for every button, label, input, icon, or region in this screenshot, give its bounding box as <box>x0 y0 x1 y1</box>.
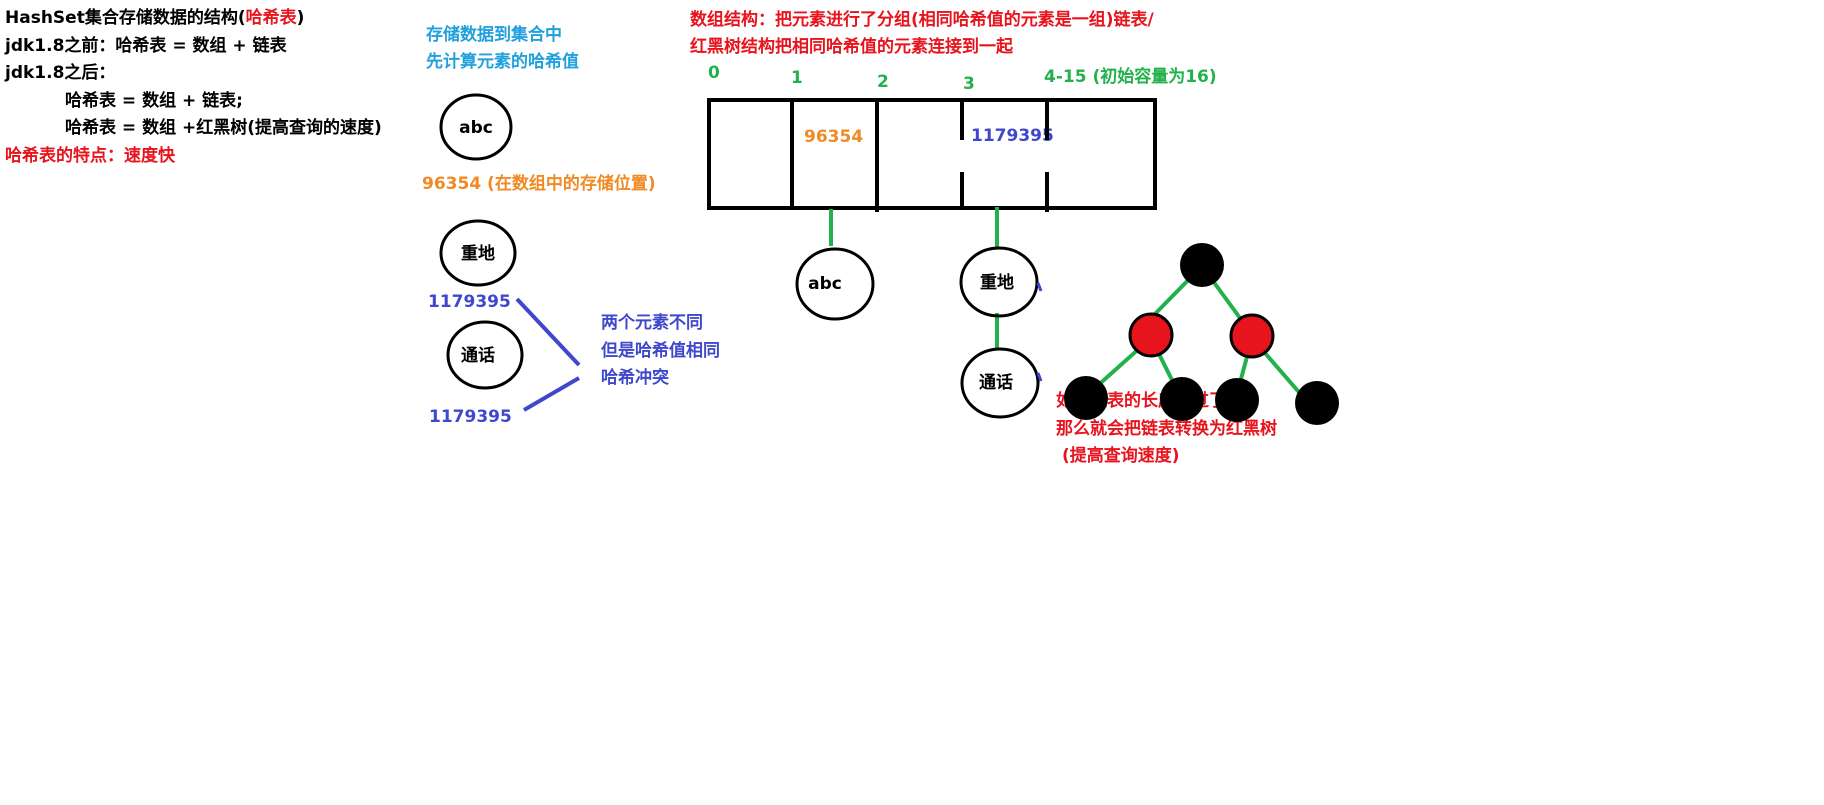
chain-tonghua-node: 通话 <box>960 347 1043 419</box>
chain-zhongdi-label: 重地 <box>980 272 1014 293</box>
notes-title: HashSet集合存储数据的结构(哈希表) <box>5 8 304 28</box>
collision-line-lower <box>522 376 581 412</box>
array-index-0: 0 <box>708 63 720 83</box>
tonghua-node: 通话 <box>446 320 524 390</box>
notes-after-line-1: 哈希表 = 数组 + 链表; <box>65 91 243 111</box>
notes-after-jdk18: jdk1.8之后： <box>5 63 116 83</box>
tree-note-line-2: 那么就会把链表转换为红黑树 <box>1056 419 1277 439</box>
tree-root-black <box>1180 243 1224 287</box>
hash-array <box>707 98 1157 212</box>
notes-title-suffix: ) <box>296 8 305 28</box>
store-line-2: 先计算元素的哈希值 <box>426 52 579 72</box>
chain-abc-node: abc <box>795 247 875 321</box>
notes-title-prefix: HashSet集合存储数据的结构( <box>5 8 246 28</box>
tree-leaf-1-black <box>1064 376 1108 420</box>
abc-hash-value: 96354 (在数组中的存储位置) <box>422 174 656 194</box>
collision-line-3: 哈希冲突 <box>601 368 669 388</box>
notes-feature: 哈希表的特点：速度快 <box>5 146 175 166</box>
tree-leaf-3-black <box>1215 378 1259 422</box>
red-black-tree <box>1064 243 1339 425</box>
tree-right-red <box>1229 313 1275 359</box>
array-cell-3-value: 1179395 <box>971 126 1054 146</box>
notes-before-jdk18: jdk1.8之前：哈希表 = 数组 + 链表 <box>5 36 287 56</box>
notes-title-highlight: 哈希表 <box>245 8 297 28</box>
collision-line-2: 但是哈希值相同 <box>601 341 720 361</box>
abc-node-label: abc <box>459 118 493 138</box>
zhongdi-hash-value: 1179395 <box>428 292 511 312</box>
chain-zhongdi-node: 重地 <box>959 246 1043 318</box>
chain-abc-label: abc <box>808 274 842 294</box>
collision-line-upper <box>515 297 581 367</box>
array-cell-1-value: 96354 <box>804 127 864 147</box>
store-line-1: 存储数据到集合中 <box>426 25 562 45</box>
tonghua-hash-value: 1179395 <box>429 407 512 427</box>
structure-desc-2: 红黑树结构把相同哈希值的元素连接到一起 <box>690 37 1013 57</box>
structure-desc-1: 数组结构：把元素进行了分组(相同哈希值的元素是一组)链表/ <box>690 10 1154 30</box>
tree-leaf-4-black <box>1295 381 1339 425</box>
array-index-3: 3 <box>963 74 975 94</box>
tree-note-line-3: (提高查询速度) <box>1062 446 1180 466</box>
collision-line-1: 两个元素不同 <box>601 313 703 333</box>
array-index-rest: 4-15 (初始容量为16) <box>1044 67 1217 87</box>
array-index-2: 2 <box>877 72 889 92</box>
notes-after-line-2: 哈希表 = 数组 +红黑树(提高查询的速度) <box>65 118 382 138</box>
array-index-1: 1 <box>791 68 803 88</box>
chain-tonghua-label: 通话 <box>979 372 1013 393</box>
abc-node: abc <box>439 93 513 161</box>
tonghua-node-label: 通话 <box>461 345 495 366</box>
tree-leaf-2-black <box>1160 377 1204 421</box>
tree-left-red <box>1128 312 1174 358</box>
zhongdi-node-label: 重地 <box>461 243 495 264</box>
zhongdi-node: 重地 <box>439 219 517 287</box>
